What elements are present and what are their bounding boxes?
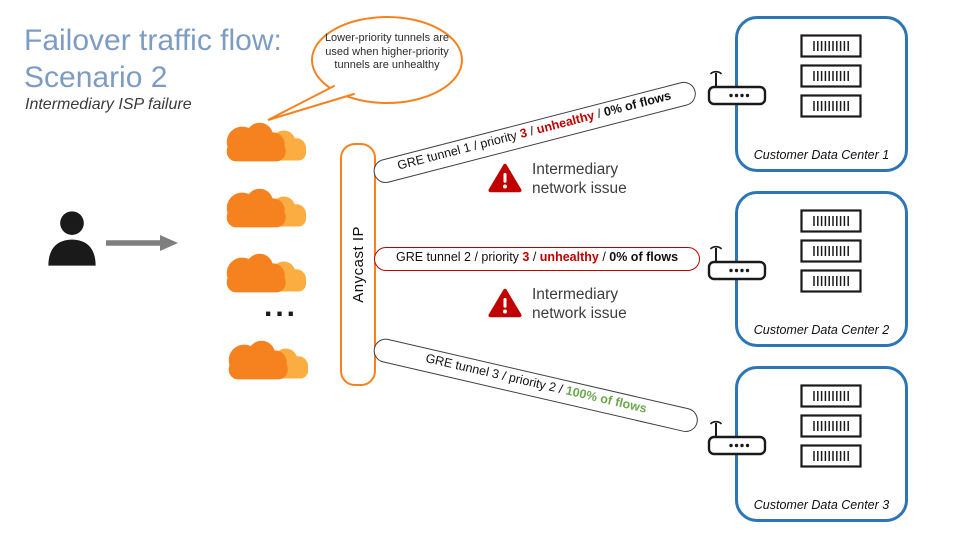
server-icon — [800, 209, 862, 233]
tunnel-3-flows: 100% of flows — [564, 383, 649, 416]
datacenter-label: Customer Data Center 1 — [753, 148, 890, 162]
callout-shape — [267, 16, 463, 121]
server-icon — [800, 94, 862, 118]
tunnel-2-sep2: / — [598, 250, 610, 264]
gre-tunnel-2-bar: GRE tunnel 2 / priority 3 / unhealthy / … — [374, 247, 700, 271]
server-icon — [800, 269, 862, 293]
anycast-ip-box: Anycast IP — [340, 143, 376, 386]
warning-icon-1 — [488, 163, 522, 194]
cloudflare-cloud-4 — [216, 334, 313, 392]
datacenter-3: Customer Data Center 3 — [735, 366, 908, 522]
tunnel-1-flows: 0% of flows — [602, 88, 673, 120]
router-icon — [707, 240, 767, 282]
server-icon — [800, 384, 862, 408]
datacenter-2: Customer Data Center 2 — [735, 191, 908, 347]
tunnel-3-prefix: GRE tunnel 3 / priority 2 / — [424, 351, 568, 398]
datacenter-label: Customer Data Center 2 — [753, 323, 890, 337]
tunnel-1-status: unhealthy — [535, 108, 596, 137]
server-icon — [800, 414, 862, 438]
anycast-ip-label: Anycast IP — [349, 226, 367, 303]
tunnel-2-status: unhealthy — [539, 250, 599, 264]
warning-text-1: Intermediary network issue — [532, 161, 627, 197]
gre-tunnel-3-bar: GRE tunnel 3 / priority 2 / 100% of flow… — [371, 336, 701, 435]
cloudflare-cloud-1 — [214, 116, 311, 174]
warning-text-2: Intermediary network issue — [532, 286, 627, 322]
cloudflare-cloud-2 — [214, 182, 311, 240]
page-title: Failover traffic flow: Scenario 2 — [24, 22, 282, 96]
tunnel-2-priority: 3 — [522, 250, 530, 264]
warning-icon-2 — [488, 288, 522, 319]
server-icon — [800, 444, 862, 468]
title-line-2: Scenario 2 — [24, 61, 168, 94]
datacenter-label: Customer Data Center 3 — [753, 498, 890, 512]
datacenter-1: Customer Data Center 1 — [735, 16, 908, 172]
server-icon — [800, 34, 862, 58]
tunnel-2-sep1: / — [529, 250, 540, 264]
tunnel-2-prefix: GRE tunnel 2 / priority — [395, 250, 523, 264]
flow-arrow-icon — [106, 235, 178, 251]
router-icon — [707, 65, 767, 107]
user-icon — [46, 210, 98, 267]
callout-text: Lower-priority tunnels are used when hig… — [324, 32, 450, 71]
callout-bubble: Lower-priority tunnels are used when hig… — [260, 10, 472, 132]
slide-subtitle: Intermediary ISP failure — [25, 96, 192, 113]
tunnel-2-flows: 0% of flows — [609, 250, 679, 264]
router-icon — [707, 415, 767, 457]
server-icon — [800, 64, 862, 88]
server-icon — [800, 239, 862, 263]
ellipsis-dots: ... — [264, 290, 299, 323]
title-line-1: Failover traffic flow: — [24, 24, 282, 57]
